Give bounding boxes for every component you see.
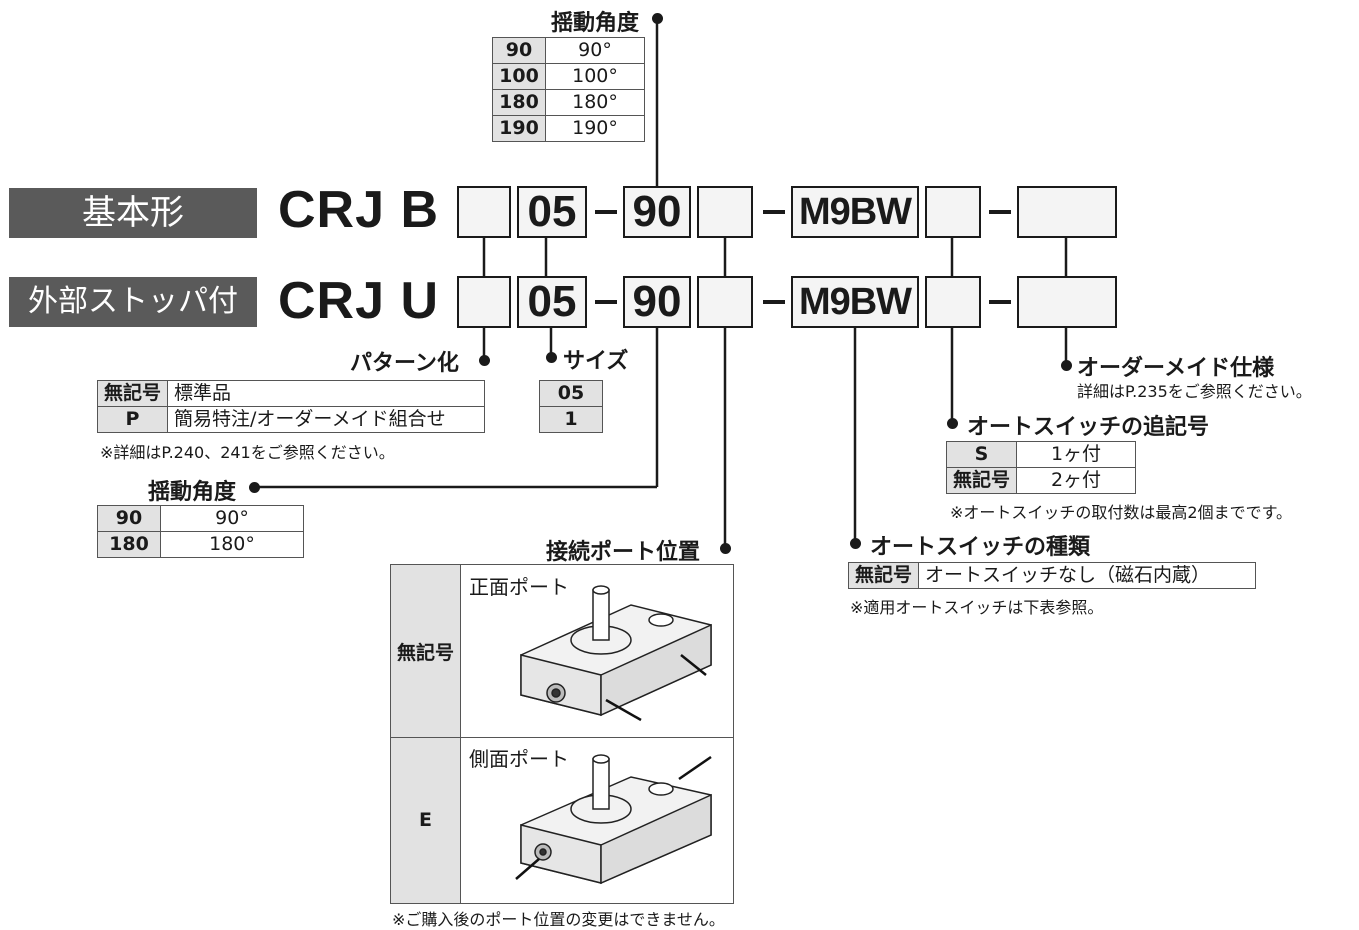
- size-box: 05: [517, 186, 587, 238]
- port-table: 無記号 E 正面ポート 側面ポート: [390, 564, 734, 904]
- port-note: ※ご購入後のポート位置の変更はできません。: [392, 910, 725, 929]
- separator-dash: [763, 300, 785, 304]
- bullet-dot: [546, 352, 557, 363]
- made-to-order-box: [1017, 186, 1117, 238]
- switch-box: M9BW: [791, 276, 919, 328]
- pattern-note: ※詳細はP.240、241をご参照ください。: [100, 443, 395, 462]
- separator-dash: [989, 210, 1011, 214]
- basic-model-code: CRJ B: [278, 181, 440, 239]
- port-title: 接続ポート位置: [546, 540, 701, 565]
- switch-suffix-box: [925, 276, 981, 328]
- side-port-illustration: [515, 754, 712, 885]
- size-box: 05: [517, 276, 587, 328]
- size-table: 05 1: [539, 380, 603, 433]
- stopper-type-tag: 外部ストッパ付: [9, 277, 257, 327]
- angle-box: 90: [623, 276, 691, 328]
- bullet-dot: [479, 355, 490, 366]
- angle-top-title: 揺動角度: [551, 11, 640, 36]
- side-port-label: 側面ポート: [469, 747, 569, 771]
- size-title: サイズ: [563, 349, 629, 374]
- separator-dash: [989, 300, 1011, 304]
- pattern-box: [457, 186, 511, 238]
- table-row: 05: [539, 380, 603, 407]
- table-row: 無記号標準品: [96, 380, 486, 407]
- pattern-box: [457, 276, 511, 328]
- switch-type-title: オートスイッチの種類: [870, 535, 1091, 560]
- stopper-model-code: CRJ U: [278, 272, 440, 330]
- divider: [391, 737, 733, 738]
- separator-dash: [595, 300, 617, 304]
- bullet-dot: [1061, 360, 1072, 371]
- switch-suffix-note: ※オートスイッチの取付数は最高2個までです。: [950, 503, 1292, 522]
- angle-stopper-title: 揺動角度: [148, 480, 237, 505]
- switch-suffix-title: オートスイッチの追記号: [967, 415, 1210, 440]
- side-port-cell: 側面ポート: [461, 737, 733, 903]
- bullet-dot: [249, 482, 260, 493]
- separator-dash: [595, 210, 617, 214]
- port-box: [697, 276, 753, 328]
- front-port-illustration: [520, 585, 712, 722]
- port-code-side: E: [391, 737, 461, 903]
- angle-box: 90: [623, 186, 691, 238]
- switch-type-table: 無記号オートスイッチなし（磁石内蔵）: [847, 562, 1257, 589]
- basic-type-tag: 基本形: [9, 188, 257, 238]
- table-row: 1: [539, 406, 603, 433]
- separator-dash: [763, 210, 785, 214]
- switch-box: M9BW: [791, 186, 919, 238]
- table-row: 無記号オートスイッチなし（磁石内蔵）: [847, 562, 1257, 589]
- bullet-dot: [947, 418, 958, 429]
- front-port-cell: 正面ポート: [461, 565, 733, 737]
- made-to-order-box: [1017, 276, 1117, 328]
- port-code-front: 無記号: [391, 565, 461, 737]
- switch-type-note: ※適用オートスイッチは下表参照。: [850, 598, 1104, 617]
- bullet-dot: [720, 543, 731, 554]
- front-port-label: 正面ポート: [469, 575, 569, 599]
- bullet-dot: [652, 13, 663, 24]
- switch-suffix-box: [925, 186, 981, 238]
- bullet-dot: [850, 538, 861, 549]
- made-to-order-note: 詳細はP.235をご参照ください。: [1077, 382, 1312, 401]
- pattern-title: パターン化: [350, 351, 459, 376]
- made-to-order-title: オーダーメイド仕様: [1077, 356, 1275, 381]
- port-box: [697, 186, 753, 238]
